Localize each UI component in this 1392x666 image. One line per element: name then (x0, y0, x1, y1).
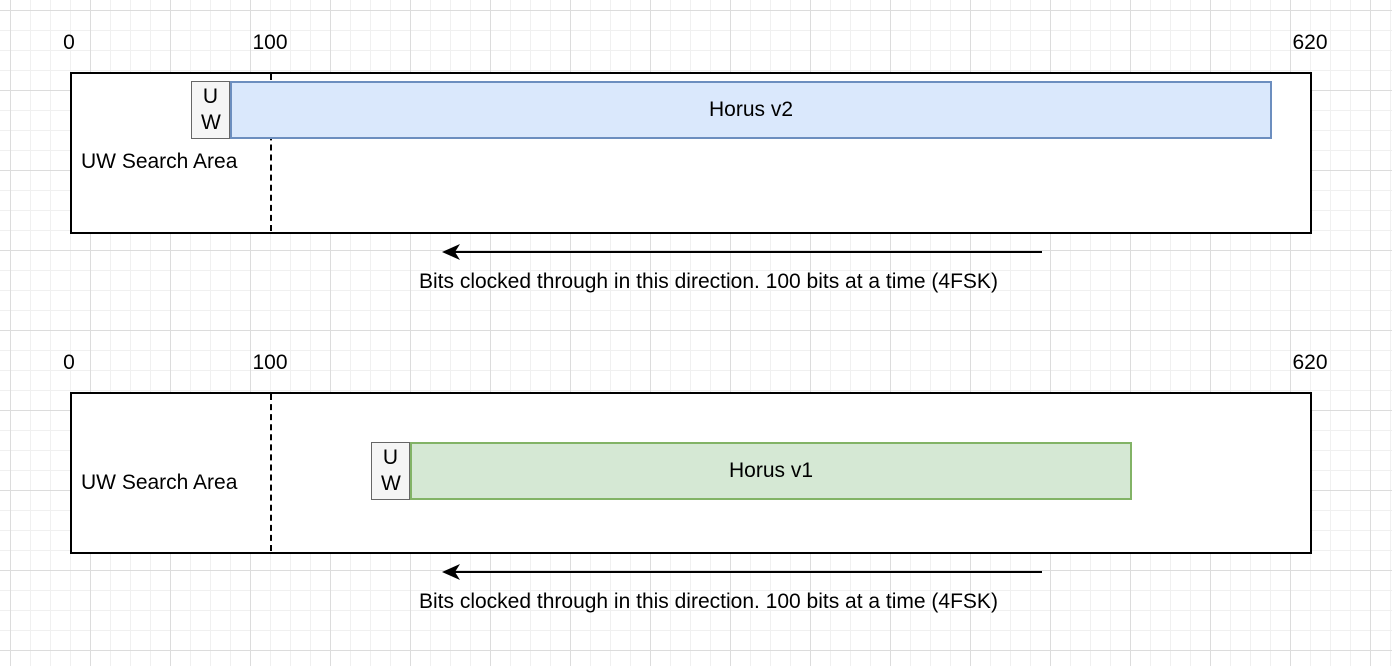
packet-horus-v1[interactable]: Horus v1 (410, 442, 1132, 500)
packet-label: Horus v1 (728, 459, 814, 482)
direction-arrow-icon (442, 244, 1042, 260)
tick-label-0: 0 (63, 31, 75, 54)
direction-caption: Bits clocked through in this direction. … (419, 270, 998, 293)
packet-horus-v2[interactable]: Horus v2 (230, 81, 1272, 139)
tick-label-620: 620 (1292, 351, 1328, 374)
tick-label-0: 0 (63, 351, 75, 374)
uw-search-area-label: UW Search Area (81, 150, 238, 173)
tick-label-620: 620 (1292, 31, 1328, 54)
search-area-divider (270, 394, 272, 551)
tick-label-100: 100 (252, 351, 288, 374)
direction-caption: Bits clocked through in this direction. … (419, 590, 998, 613)
tick-label-100: 100 (252, 31, 288, 54)
direction-arrow-icon (442, 564, 1042, 580)
uw-block[interactable]: UW (191, 81, 230, 139)
frame-diagram-horus-v2: 0 100 620 UW Search Area UW Horus v2 Bit… (0, 0, 1392, 300)
packet-label: Horus v2 (708, 98, 794, 121)
uw-block[interactable]: UW (371, 442, 410, 500)
search-area-divider (270, 74, 272, 231)
frame-diagram-horus-v1: 0 100 620 UW Search Area UW Horus v1 Bit… (0, 320, 1392, 620)
uw-search-area-label: UW Search Area (81, 471, 238, 494)
